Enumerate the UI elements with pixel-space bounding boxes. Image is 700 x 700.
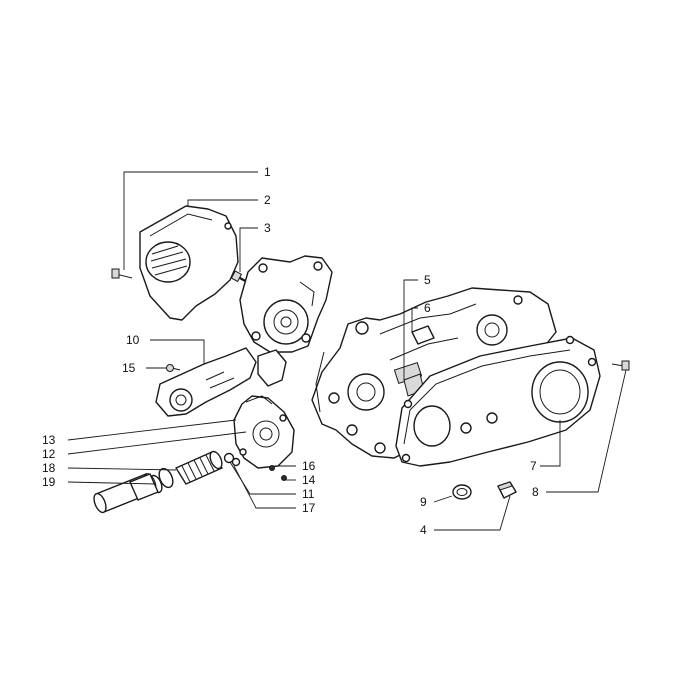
screw-15-part (166, 364, 181, 372)
callout-7: 7 (530, 459, 537, 473)
guard-plate-part (155, 347, 287, 417)
callout-labels: 1 2 3 5 6 10 15 13 12 18 19 16 14 11 17 … (42, 165, 539, 537)
leader-10 (150, 339, 205, 364)
leader-4 (434, 495, 511, 531)
leader-11 (229, 461, 296, 495)
callout-2: 2 (264, 193, 271, 207)
leader-3 (239, 227, 258, 272)
screw-8-part (611, 360, 630, 371)
leader-6 (411, 307, 418, 332)
bracket-6-part (411, 325, 435, 345)
leader-7 (540, 420, 561, 467)
callout-12: 12 (42, 447, 56, 461)
callout-9: 9 (420, 495, 427, 509)
callout-18: 18 (42, 461, 56, 475)
callout-5: 5 (424, 273, 431, 287)
pump-cover-part (233, 395, 295, 469)
sleeve-part (93, 473, 159, 514)
transmission-cover-part (395, 335, 601, 467)
leader-1 (123, 171, 258, 270)
leader-13 (67, 419, 237, 441)
callout-13: 13 (42, 433, 56, 447)
callout-6: 6 (424, 301, 431, 315)
callout-17: 17 (302, 501, 316, 515)
leader-2 (187, 199, 258, 206)
leader-12 (67, 431, 247, 455)
leader-18 (67, 467, 177, 471)
hose-part (175, 450, 223, 485)
leader-9 (433, 495, 453, 503)
callout-8: 8 (532, 485, 539, 499)
leader-5 (403, 279, 418, 380)
callout-10: 10 (126, 333, 140, 347)
callout-19: 19 (42, 475, 56, 489)
screw-1-part (111, 268, 133, 279)
callout-14: 14 (302, 473, 316, 487)
callout-3: 3 (264, 221, 271, 235)
clamp-9-part (452, 484, 472, 500)
leader-17 (233, 465, 296, 509)
small-screw-parts (269, 465, 287, 481)
callout-1: 1 (264, 165, 271, 179)
callout-11: 11 (302, 487, 315, 501)
leader-19 (67, 481, 157, 485)
leader-8 (546, 369, 627, 493)
block-4-part (497, 481, 517, 499)
fan-cover-part (139, 205, 239, 321)
o-ring-parts (223, 452, 241, 467)
callout-4: 4 (420, 523, 427, 537)
flywheel-housing-part (239, 255, 333, 353)
leader-lines (67, 171, 627, 531)
callout-15: 15 (122, 361, 136, 375)
callout-16: 16 (302, 459, 316, 473)
